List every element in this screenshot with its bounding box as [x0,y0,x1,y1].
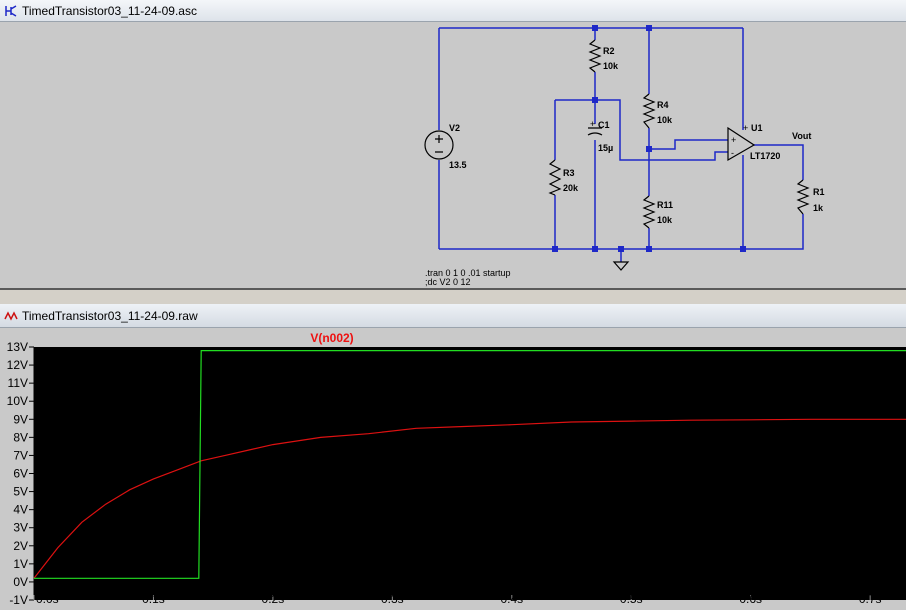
c1-value[interactable]: 15µ [598,143,613,153]
r2-name[interactable]: R2 [603,46,615,56]
y-tick-label: 3V [13,521,28,535]
y-tick-label: 8V [13,430,28,444]
y-tick-label: -1V [9,593,28,605]
x-tick-label: 0.4s [500,592,523,605]
y-tick-label: 11V [8,376,28,390]
x-tick-label: 0.2s [262,592,285,605]
schematic-window-title: TimedTransistor03_11-24-09.asc [22,3,197,18]
r11-value[interactable]: 10k [657,215,673,225]
v2-value[interactable]: 13.5 [449,160,467,170]
x-tick-label: 0.5s [620,592,643,605]
r2-resistor-symbol [588,39,602,73]
waveform-plot[interactable]: V(n002) 13V 12V 11V 10V 9V 8V 7V 6V 5V 4V 3V 2V 1V 0V… [0,328,906,607]
x-tick-label: 0.6s [739,592,762,605]
y-tick-label: 13V [7,340,28,354]
u1-value[interactable]: LT1720 [750,151,780,161]
u1-name[interactable]: U1 [751,123,763,133]
svg-text:+: + [590,119,595,129]
ground-symbol [612,261,630,271]
r11-resistor-symbol [642,195,656,229]
c1-name[interactable]: C1 [598,120,610,130]
trace-lines [33,350,906,579]
schematic-window-titlebar[interactable]: TimedTransistor03_11-24-09.asc [0,0,906,22]
r1-name[interactable]: R1 [813,187,825,197]
schematic-canvas[interactable]: + - + + V2 13.5 R2 10k R4 10k R3 20k C1 … [0,22,906,288]
r4-resistor-symbol [642,93,656,129]
y-tick-label: 10V [7,394,28,408]
r4-name[interactable]: R4 [657,100,669,110]
r1-value[interactable]: 1k [813,203,824,213]
mdi-splitter[interactable] [0,288,906,304]
waveform-plot-pane[interactable]: V(n002) 13V 12V 11V 10V 9V 8V 7V 6V 5V 4V 3V 2V 1V 0V… [0,328,906,607]
r3-resistor-symbol [548,159,562,196]
y-tick-label: 9V [13,412,28,426]
v2-source-symbol [424,130,454,160]
vout-net-label[interactable]: Vout [792,131,811,141]
schematic-symbols [424,39,810,271]
svg-text:-: - [731,148,734,158]
schematic-wires [438,27,804,262]
x-tick-label: 0.1s [142,592,165,605]
directive-tran[interactable]: .tran 0 1 0 .01 startup [425,268,511,278]
waveform-window-titlebar[interactable]: TimedTransistor03_11-24-09.raw [0,304,906,328]
y-tick-label: 5V [13,485,28,499]
x-tick-label: 0.7s [859,592,882,605]
v2-name[interactable]: V2 [449,123,460,133]
x-axis: 0.0s 0.1s 0.2s 0.3s 0.4s 0.5s 0.6s 0.7s [33,592,882,606]
svg-text:+: + [743,123,748,133]
trace-label[interactable]: V(n002) [310,331,353,345]
schematic-drawing: + - + + V2 13.5 R2 10k R4 10k R3 20k C1 … [424,25,825,287]
x-tick-label: 0.0s [36,592,59,605]
r11-name[interactable]: R11 [657,200,673,210]
schematic-nodes [552,25,746,252]
c1-capacitor-symbol [587,127,603,136]
r1-resistor-symbol [796,179,810,215]
u1-comparator-symbol [727,126,756,162]
y-tick-label: 2V [13,539,28,553]
y-tick-label: 6V [13,467,28,481]
y-tick-label: 4V [13,503,28,517]
plot-area[interactable] [34,347,906,600]
waveform-icon [4,310,18,321]
waveform-window-title: TimedTransistor03_11-24-09.raw [22,308,198,323]
x-tick-label: 0.3s [381,592,404,605]
r2-value[interactable]: 10k [603,61,619,71]
directive-dc[interactable]: ;dc V2 0 12 [425,277,471,287]
y-tick-label: 12V [7,358,28,372]
r4-value[interactable]: 10k [657,115,673,125]
y-axis: 13V 12V 11V 10V 9V 8V 7V 6V 5V 4V 3V 2V 1V 0V -1V [7,340,35,607]
y-tick-label: 0V [13,575,28,589]
trace-green[interactable] [34,350,906,579]
schematic-icon [5,4,17,17]
r3-name[interactable]: R3 [563,168,575,178]
trace-v-n002[interactable] [33,418,906,579]
y-tick-label: 1V [13,557,28,571]
y-tick-label: 7V [13,448,28,462]
svg-text:+: + [731,135,736,145]
r3-value[interactable]: 20k [563,183,579,193]
